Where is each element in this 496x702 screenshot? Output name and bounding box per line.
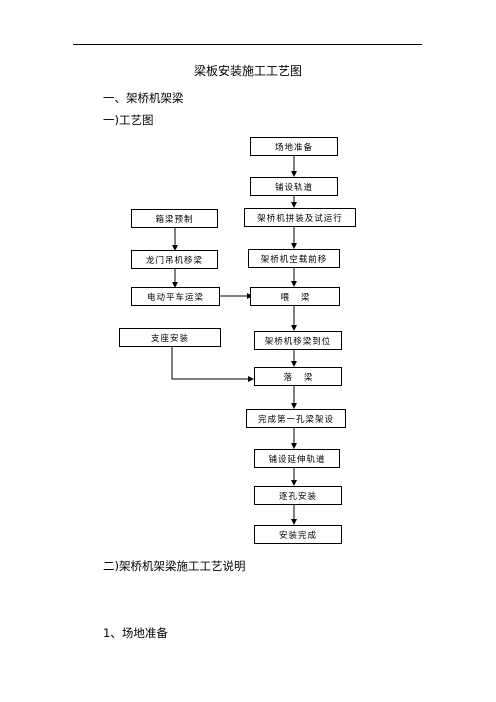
flow-side-box-girder-precast: 箱梁预制 [131, 209, 218, 228]
flow-step-move-beam: 架桥机移梁到位 [254, 331, 342, 350]
flow-step-span-by-span: 逐孔安装 [254, 486, 342, 505]
item-heading-1: 1、场地准备 [103, 626, 168, 640]
flow-step-empty-advance: 架桥机空载前移 [248, 249, 340, 268]
flow-side-gantry-move: 龙门吊机移梁 [131, 250, 218, 269]
flow-side-bearing-install: 支座安装 [119, 328, 221, 347]
flow-step-feed-beam: 喂梁 [250, 287, 340, 306]
flow-side-flatcar-transport: 电动平车运梁 [131, 287, 220, 306]
arrow-bearing-to-drop [171, 347, 254, 382]
section-heading-1: 一、架桥机架梁 [103, 91, 184, 105]
flow-step-site-prep: 场地准备 [250, 137, 338, 156]
flow-step-assemble-test: 架桥机拼装及试运行 [244, 208, 356, 227]
subsection-heading-1: 一)工艺图 [103, 113, 154, 127]
header-rule [73, 44, 422, 45]
subsection-heading-2: 二)架桥机架梁施工工艺说明 [103, 559, 246, 573]
page-title: 梁板安装施工工艺图 [193, 64, 302, 78]
flow-step-complete: 安装完成 [254, 525, 342, 544]
flow-step-first-span: 完成第一孔梁架设 [246, 409, 346, 428]
flow-step-drop-beam: 落梁 [254, 367, 342, 386]
flow-step-extend-track: 铺设延伸轨道 [254, 449, 340, 468]
flow-step-lay-track: 铺设轨道 [250, 177, 338, 196]
